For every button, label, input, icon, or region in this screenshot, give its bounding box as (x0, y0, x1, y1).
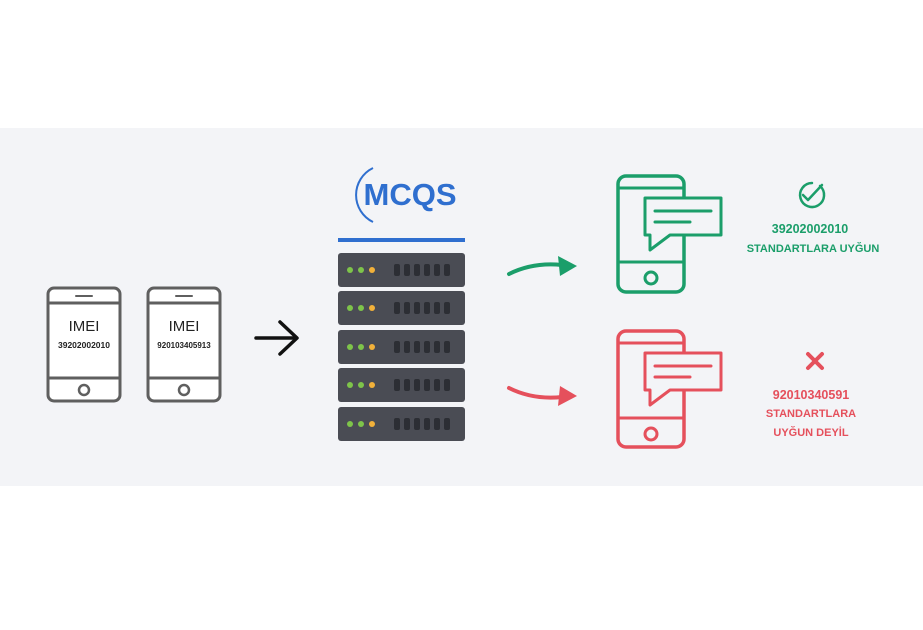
logo-text: MCQS (364, 177, 457, 212)
server-rack-icon (338, 253, 465, 441)
server-unit (338, 330, 465, 364)
home-button-icon (77, 383, 91, 397)
message-bubble-icon (643, 196, 723, 252)
check-circle-icon (798, 181, 826, 209)
logo-underline (338, 238, 465, 242)
mcqs-logo: MCQS (355, 167, 457, 223)
failure-status-line2: UYĞUN DEYİL (773, 426, 848, 439)
failure-arrow-icon (507, 386, 577, 406)
cross-icon (806, 352, 824, 370)
input-phone-2: IMEI 920103405913 (146, 286, 222, 403)
imei-number-2: 920103405913 (157, 341, 211, 350)
success-arrow-icon (507, 256, 577, 276)
server-unit (338, 253, 465, 287)
failure-imei: 92010340591 (773, 388, 850, 402)
message-bubble-icon (643, 351, 723, 407)
success-phone-icon (616, 174, 723, 294)
success-status: STANDARTLARA UYĞUN (747, 242, 880, 255)
input-phone-1: IMEI 39202002010 (46, 286, 122, 403)
server-unit (338, 407, 465, 441)
imei-label-2: IMEI (169, 318, 200, 335)
server-unit (338, 368, 465, 402)
server-unit (338, 291, 465, 325)
failure-status-line1: STANDARTLARA (766, 408, 856, 420)
imei-number-1: 39202002010 (58, 340, 110, 350)
success-imei: 39202002010 (772, 222, 849, 236)
home-button-icon (177, 383, 191, 397)
arrow-right-icon (254, 320, 299, 356)
imei-label-1: IMEI (69, 318, 100, 335)
failure-phone-icon (616, 329, 723, 449)
